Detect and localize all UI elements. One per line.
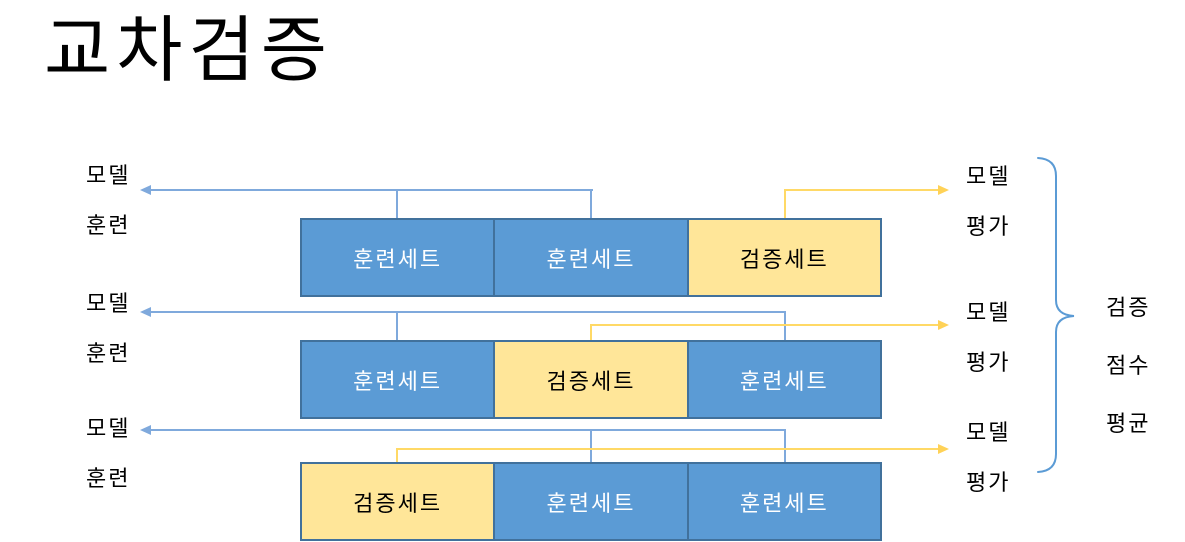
train-set-box: 훈련세트 — [686, 462, 882, 541]
eval-connector-line — [396, 448, 940, 450]
arrow-right-icon — [938, 444, 949, 454]
page-title: 교차검증 — [44, 11, 333, 91]
eval-connector-line — [784, 189, 940, 191]
train-set-box: 훈련세트 — [493, 218, 689, 297]
train-set-box: 훈련세트 — [493, 462, 689, 541]
model-eval-label: 모델 평가 — [966, 300, 1010, 375]
model-eval-label-line2: 평가 — [966, 214, 1011, 239]
train-connector-line — [150, 311, 786, 313]
validation-set-box: 검증세트 — [300, 462, 496, 541]
validation-set-box: 검증세트 — [686, 218, 882, 297]
train-connector-line — [150, 429, 786, 431]
eval-connector-stub — [590, 324, 592, 340]
fold-row-1: 훈련세트 훈련세트 검증세트 — [300, 218, 882, 297]
train-set-box: 훈련세트 — [300, 218, 496, 297]
model-train-label-line2: 훈련 — [86, 213, 131, 238]
train-set-box: 훈련세트 — [686, 340, 882, 419]
arrow-right-icon — [938, 320, 949, 330]
train-connector-line — [150, 189, 593, 191]
validation-score-average-line1: 검증 — [1106, 295, 1151, 320]
curly-brace-icon — [1037, 157, 1075, 473]
model-eval-label-line2: 평가 — [966, 470, 1011, 495]
train-connector-stub — [590, 189, 592, 218]
model-train-label: 모델 훈련 — [86, 163, 130, 238]
fold-row-2: 훈련세트 검증세트 훈련세트 — [300, 340, 882, 419]
model-eval-label-line1: 모델 — [966, 300, 1011, 325]
validation-score-average-label: 검증 점수 평균 — [1106, 293, 1150, 438]
model-eval-label-line1: 모델 — [966, 164, 1011, 189]
validation-score-average-line3: 평균 — [1106, 411, 1151, 436]
model-train-label-line2: 훈련 — [86, 466, 131, 491]
validation-score-average-line2: 점수 — [1106, 353, 1151, 378]
model-train-label-line1: 모델 — [86, 291, 131, 316]
train-connector-stub — [784, 429, 786, 462]
arrow-left-icon — [140, 425, 151, 435]
model-eval-label-line1: 모델 — [966, 420, 1011, 445]
eval-connector-line — [590, 324, 940, 326]
model-eval-label-line2: 평가 — [966, 350, 1011, 375]
model-eval-label: 모델 평가 — [966, 420, 1010, 495]
model-train-label: 모델 훈련 — [86, 291, 130, 366]
validation-set-box: 검증세트 — [493, 340, 689, 419]
model-train-label: 모델 훈련 — [86, 416, 130, 491]
train-set-box: 훈련세트 — [300, 340, 496, 419]
arrow-left-icon — [140, 307, 151, 317]
eval-connector-stub — [396, 448, 398, 462]
arrow-left-icon — [140, 185, 151, 195]
fold-row-3: 검증세트 훈련세트 훈련세트 — [300, 462, 882, 541]
train-connector-stub — [396, 311, 398, 340]
arrow-right-icon — [938, 185, 949, 195]
model-eval-label: 모델 평가 — [966, 164, 1010, 239]
model-train-label-line1: 모델 — [86, 416, 131, 441]
train-connector-stub — [396, 189, 398, 218]
model-train-label-line2: 훈련 — [86, 341, 131, 366]
train-connector-stub — [590, 429, 592, 462]
model-train-label-line1: 모델 — [86, 163, 131, 188]
eval-connector-stub — [784, 189, 786, 218]
